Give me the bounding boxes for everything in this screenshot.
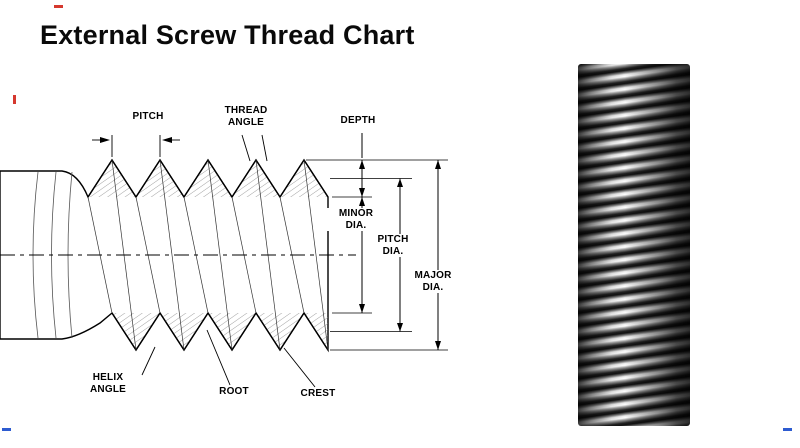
dimension-arrows <box>100 137 441 350</box>
label-pitch-dia: PITCH DIA. <box>364 234 422 257</box>
label-depth: DEPTH <box>340 115 376 126</box>
label-major-dia: MAJOR DIA. <box>404 270 462 293</box>
label-pitch: PITCH <box>132 111 164 122</box>
label-root: ROOT <box>219 386 249 397</box>
top-thread-hatch <box>88 160 328 197</box>
bottom-thread-outline <box>111 311 329 352</box>
label-crest: CREST <box>300 388 336 399</box>
page-title: External Screw Thread Chart <box>40 20 415 50</box>
artifact-mark <box>13 95 16 104</box>
artifact-mark <box>783 428 792 431</box>
label-helix-angle: HELIX ANGLE <box>90 372 126 395</box>
artifact-mark <box>54 5 63 8</box>
label-thread-angle: THREAD ANGLE <box>224 105 268 128</box>
thread-diagram <box>0 133 448 388</box>
extension-lines <box>306 159 448 351</box>
leader-lines <box>92 134 316 388</box>
artifact-mark <box>2 428 11 431</box>
threaded-rod-photo <box>578 64 690 426</box>
label-minor-dia: MINOR DIA. <box>327 208 385 231</box>
